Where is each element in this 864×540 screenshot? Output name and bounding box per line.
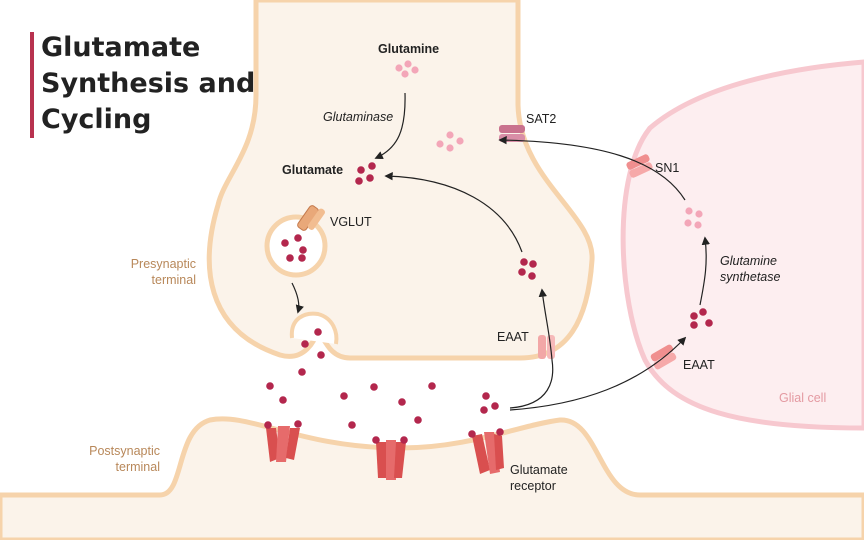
label-postsynaptic-1: Postsynaptic [89, 444, 160, 458]
label-presynaptic-2: terminal [152, 273, 196, 287]
label-glial-cell: Glial cell [779, 391, 826, 405]
label-sat2: SAT2 [526, 112, 556, 126]
glutamine-molecules [395, 60, 703, 229]
arrow-to-glial-cell [509, 336, 687, 411]
arrow-vesicle-release [291, 282, 304, 314]
arrow-glutaminase [374, 92, 406, 160]
label-glutamate: Glutamate [282, 163, 343, 177]
label-eaat-glial: EAAT [683, 358, 715, 372]
title-line: Synthesis and [41, 68, 256, 99]
page-title: Glutamate Synthesis and Cycling [41, 30, 301, 138]
title-line: Cycling [41, 104, 152, 135]
glutamate-receptor [376, 440, 406, 480]
arrow-glutamine-synthetase [699, 236, 710, 306]
title-accent-bar [30, 32, 34, 138]
arrow-glutamine-export [498, 135, 686, 201]
postsynaptic-terminal [0, 416, 864, 540]
glutamate-receptor [472, 432, 504, 474]
label-glutamine-synthetase-1: Glutamine [720, 254, 777, 268]
label-glutamine-synthetase-2: synthetase [720, 270, 781, 284]
glutamate-molecules [264, 162, 713, 444]
label-eaat-presynaptic: EAAT [497, 330, 529, 344]
label-receptor-2: receptor [510, 479, 556, 493]
label-glutamine: Glutamine [378, 42, 439, 56]
vglut-transporter [297, 205, 325, 231]
glial-cell [620, 59, 864, 431]
eaat-transporter-glial [650, 344, 677, 370]
arrow-to-glutamate-pool [384, 171, 523, 253]
label-presynaptic-1: Presynaptic [131, 257, 196, 271]
title-line: Glutamate [41, 32, 201, 63]
label-receptor-1: Glutamate [510, 463, 568, 477]
pathway-arrows [291, 92, 710, 411]
label-vglut: VGLUT [330, 215, 372, 229]
label-glutaminase: Glutaminase [323, 110, 393, 124]
label-postsynaptic-2: terminal [116, 460, 160, 474]
arrow-eaat-reuptake [509, 288, 554, 409]
synaptic-vesicle [264, 214, 328, 278]
glutamate-receptor [266, 426, 300, 462]
label-sn1: SN1 [655, 161, 679, 175]
